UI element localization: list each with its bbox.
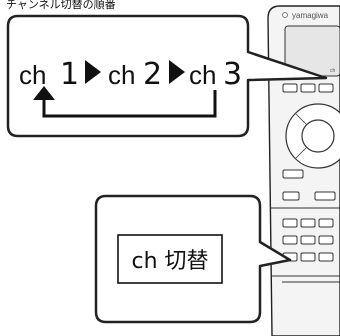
channel-number-2: 2	[143, 57, 162, 92]
ch-switch-label-box	[117, 234, 223, 284]
ch-label-1: ch	[19, 60, 46, 90]
channel-sequence-callout: ch 1 ch 2 ch 3	[6, 14, 328, 138]
ch-label-2: ch	[108, 60, 135, 90]
channel-number-3: 3	[223, 57, 242, 92]
arrow-right-icon	[85, 60, 101, 84]
remote-button-2[interactable]	[300, 83, 316, 93]
screen-ch-mark: ch	[330, 68, 336, 74]
grid-button[interactable]	[300, 252, 316, 262]
grid-button[interactable]	[318, 252, 334, 262]
grid-button[interactable]	[282, 235, 298, 245]
dpad-center-button[interactable]	[301, 119, 335, 153]
grid-button[interactable]	[282, 218, 298, 228]
loop-back-arrow	[42, 90, 217, 118]
remote-button-5[interactable]	[282, 191, 300, 201]
remote-button-6[interactable]	[314, 191, 336, 201]
grid-button[interactable]	[318, 235, 334, 245]
remote-button-grid	[282, 218, 334, 262]
grid-button[interactable]	[318, 218, 334, 228]
remote-button-1[interactable]	[282, 83, 298, 93]
grid-button[interactable]	[300, 218, 316, 228]
arrow-right-icon	[169, 60, 185, 84]
grid-button[interactable]	[300, 235, 316, 245]
ch-switch-label: ch 切替	[131, 249, 208, 274]
top-caption: チャンネル切替の順番	[6, 0, 116, 11]
ch-switch-callout: ch 切替	[94, 194, 292, 324]
remote-brand: yamagiwa	[292, 11, 329, 20]
ch-label-3: ch	[189, 60, 216, 90]
remote-button-3[interactable]	[318, 83, 334, 93]
remote-control: yamagiwa ch	[267, 5, 340, 336]
arrow-up-icon	[33, 86, 55, 100]
remote-button-4[interactable]	[282, 169, 304, 179]
brand-logo-icon	[282, 12, 288, 18]
channel-number-1: 1	[60, 57, 79, 92]
